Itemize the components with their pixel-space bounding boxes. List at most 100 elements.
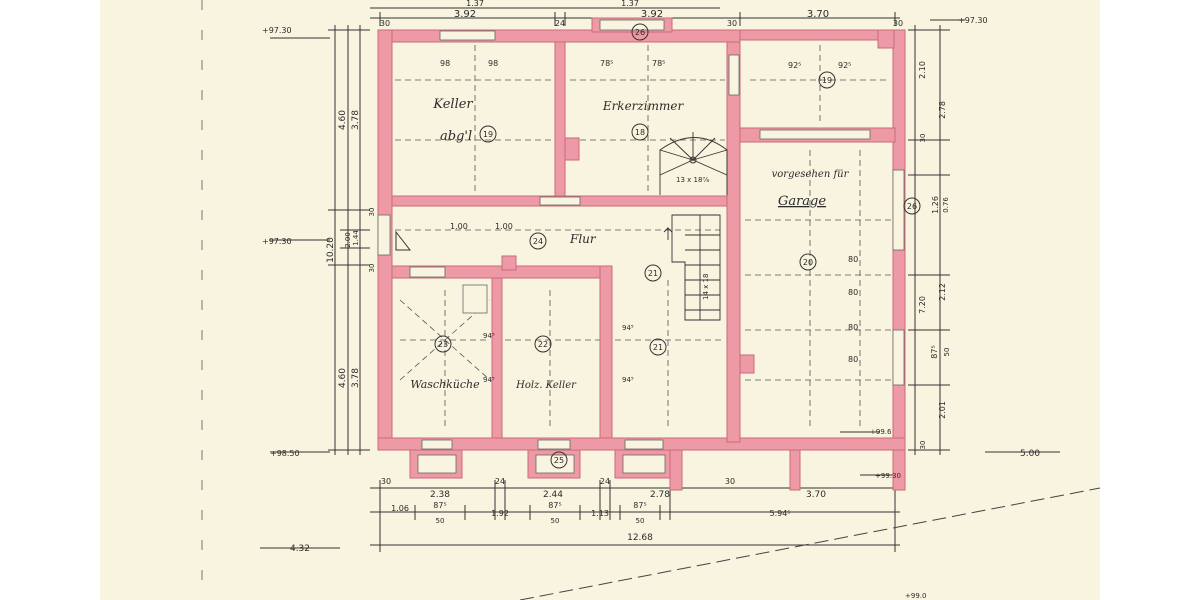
right-dim-8: 2.01 [938, 401, 947, 419]
erker-dim-2: 78⁵ [652, 59, 665, 68]
bottom-dim-4: 2.44 [543, 490, 563, 500]
elevation-top-right: +97.30 [958, 16, 988, 25]
garage-dim-3: 80 [848, 323, 858, 332]
right-dim-4: 0.76 [942, 197, 950, 213]
mark-26-right: 26 [907, 202, 917, 211]
room-name-keller: Keller [432, 97, 473, 112]
right-dim-1: 2.10 [918, 61, 927, 79]
top-dim-2: 24 [555, 19, 565, 28]
bottom-dimensions: 30 2.38 24 2.44 24 2.78 30 3.70 1.06 87⁵… [290, 477, 826, 554]
stairs [659, 132, 728, 321]
bottom-row2-7: 5.94⁵ [769, 509, 790, 518]
bottom-row2-sub-3: 50 [636, 517, 645, 525]
room19-dim-1: 92⁵ [788, 61, 801, 70]
floor-plan: Keller abg'l 98 98 Erkerzimmer 78⁵ 78⁵ 9… [201, 0, 1100, 600]
room-number-erkerzimmer: 18 [635, 128, 645, 137]
left-dim-mid-1: 1.44 [352, 230, 360, 246]
right-dim-5: 7.20 [918, 296, 927, 314]
garage-dim-1: 80 [848, 255, 858, 264]
mark-26-top: 26 [635, 28, 645, 37]
dimension-lines [260, 7, 1060, 552]
bottom-row2-4: 87⁵ [548, 501, 561, 510]
bottom-row2-2: 87⁵ [433, 501, 446, 510]
room-number-19: 19 [822, 76, 832, 85]
top-dim-1: 3.92 [454, 9, 476, 20]
right-dim-7-sub: 50 [943, 348, 951, 357]
wasch-dim-1: 94⁵ [483, 332, 495, 340]
wasch-dim-2: 94⁵ [483, 376, 495, 384]
keller-dim-2: 98 [488, 59, 498, 68]
mark-25-bottom: 25 [554, 456, 564, 465]
top-dim-end-left: 30 [380, 19, 390, 28]
room-number-21: 21 [653, 343, 663, 352]
top-dim-partial-1: 1.37 [466, 0, 484, 8]
elevation-bottom-right: +99.30 [875, 472, 901, 480]
bottom-row2-3: 1.92 [491, 509, 509, 518]
garage-dim-2: 80 [848, 288, 858, 297]
elevation-top-left: +97.30 [262, 26, 292, 35]
room-numbers: 19 18 19 24 20 23 22 21 26 26 25 21 [438, 28, 917, 465]
bottom-row2-1: 1.06 [391, 504, 409, 513]
room21-dim-1: 94⁵ [622, 324, 634, 332]
top-dim-4: 30 [727, 19, 737, 28]
flur-dim-2: 1.00 [495, 222, 513, 231]
top-dimensions: 3.92 24 3.92 30 3.70 30 30 1.37 1.37 [380, 0, 903, 28]
flur-dim-1: 1.00 [450, 222, 468, 231]
room-number-keller: 19 [483, 130, 493, 139]
stair-label: 13 x 18⅞ [676, 176, 709, 184]
right-dim-6: 2.12 [938, 283, 947, 301]
bottom-total: 12.68 [627, 533, 653, 543]
right-dim-9: 30 [919, 134, 927, 143]
left-dim-end-2: 30 [368, 264, 376, 273]
property-line [519, 487, 1100, 600]
garage-note: vorgesehen für [772, 169, 850, 180]
room-name-garage: Garage [778, 194, 826, 209]
bottom-dim-8: 3.70 [806, 490, 826, 500]
keller-dim-1: 98 [440, 59, 450, 68]
mark-21-stair: 21 [648, 269, 658, 278]
room-name-waschkueche: Waschküche [410, 378, 480, 391]
bottom-dim-2: 2.38 [430, 490, 450, 500]
top-dim-3: 3.92 [641, 9, 663, 20]
erker-dim-1: 78⁵ [600, 59, 613, 68]
left-dim-upper-inner: 3.78 [351, 110, 361, 130]
left-dimensions: 4.60 3.78 10.20 1.44 2.00 4.60 3.78 30 3… [326, 110, 376, 388]
right-dim-10: 30 [919, 441, 927, 450]
left-dim-end-1: 30 [368, 208, 376, 217]
room-number-garage: 20 [803, 258, 813, 267]
top-dim-partial-2: 1.37 [621, 0, 639, 8]
left-dim-mid-2: 2.00 [344, 232, 352, 248]
elevation-bottom-far: +99.0 [905, 592, 926, 600]
plan-sheet: Keller abg'l 98 98 Erkerzimmer 78⁵ 78⁵ 9… [100, 0, 1100, 600]
bottom-dim-1: 30 [381, 477, 391, 486]
floor-hatch [395, 45, 900, 430]
elevation-mid-left: +97.30 [262, 237, 292, 246]
room-name-erkerzimmer: Erkerzimmer [602, 99, 685, 113]
garage-dim-4: 80 [848, 355, 858, 364]
bottom-dim-6: 2.78 [650, 490, 670, 500]
bottom-dim-5: 24 [600, 477, 610, 486]
top-dim-5: 3.70 [807, 9, 829, 20]
left-dim-upper: 4.60 [338, 110, 348, 130]
left-dim-lower: 4.60 [338, 368, 348, 388]
bottom-row2-sub-1: 50 [436, 517, 445, 525]
left-dim-lower-inner: 3.78 [351, 368, 361, 388]
elevation-bottom-left: +98.50 [270, 449, 300, 458]
bottom-row2-sub-2: 50 [551, 517, 560, 525]
bottom-dim-3: 24 [495, 477, 505, 486]
walls [377, 17, 906, 491]
room21-dim-2: 94⁵ [622, 376, 634, 384]
keller-annotation: abg'l [440, 129, 472, 144]
openings [377, 19, 905, 474]
bottom-row2-6: 87⁵ [633, 501, 646, 510]
room-number-waschkueche: 23 [438, 340, 448, 349]
elevation-garage: +99.6 [870, 428, 892, 436]
top-dim-end-right: 30 [893, 19, 903, 28]
room-number-holz-keller: 22 [538, 340, 548, 349]
door-swing [395, 230, 412, 251]
bottom-dim-7: 30 [725, 477, 735, 486]
elevations: +97.30 +97.30 +98.50 +97.30 +99.6 +99.30… [262, 16, 988, 600]
room-labels: Keller abg'l 98 98 Erkerzimmer 78⁵ 78⁵ 9… [410, 59, 858, 391]
right-dim-7: 87⁵ [930, 345, 939, 358]
right-dim-2: 2.78 [938, 101, 947, 119]
